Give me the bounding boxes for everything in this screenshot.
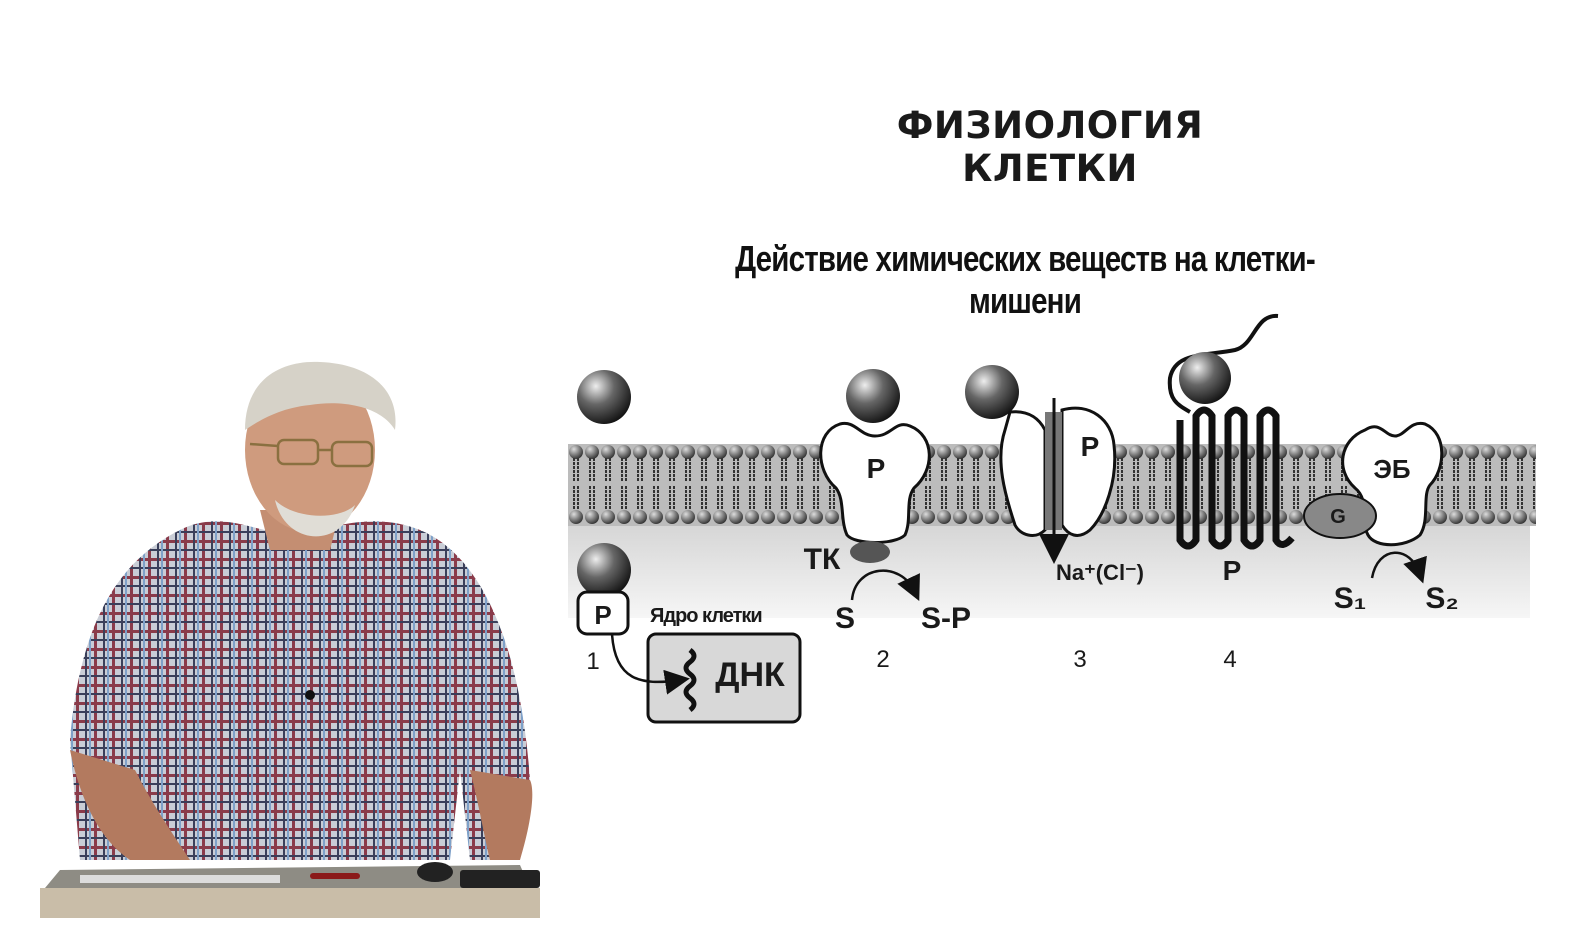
dna-helix-icon xyxy=(683,648,697,712)
mechanism-3: P Na⁺(Cl⁻) 3 xyxy=(965,365,1144,673)
mechanism-2: P ТК S S-P 2 xyxy=(804,369,971,673)
ion-channel-left xyxy=(999,410,1047,537)
ion-channel-right xyxy=(1060,406,1117,537)
svg-text:ЭБ: ЭБ xyxy=(1373,454,1410,484)
svg-text:P: P xyxy=(1223,555,1242,586)
svg-text:G: G xyxy=(1330,506,1346,528)
ligand-ball xyxy=(577,370,631,424)
desk xyxy=(40,888,540,918)
svg-text:3: 3 xyxy=(1073,646,1086,673)
diagram-title: Действие химических веществ на клетки-ми… xyxy=(735,238,1316,321)
intracellular-receptor xyxy=(576,590,630,636)
computer-mouse xyxy=(417,862,453,882)
svg-text:P: P xyxy=(594,600,611,630)
presenter-right-arm xyxy=(470,770,533,860)
phone xyxy=(460,870,540,888)
svg-text:ДНК: ДНК xyxy=(715,656,785,694)
presenter-beard xyxy=(275,500,355,537)
svg-text:2: 2 xyxy=(876,646,889,673)
presenter-left-arm xyxy=(70,750,190,860)
svg-text:P: P xyxy=(867,453,886,484)
pen xyxy=(310,873,360,879)
slide-title: ФИЗИОЛОГИЯ КЛЕТКИ xyxy=(896,104,1204,190)
nucleus-box xyxy=(646,632,802,724)
svg-text:S: S xyxy=(835,602,855,635)
svg-text:S₂: S₂ xyxy=(1425,582,1458,615)
g-protein xyxy=(1303,493,1377,539)
svg-text:1: 1 xyxy=(586,648,599,675)
glasses-icon xyxy=(249,438,374,468)
svg-text:P: P xyxy=(1081,431,1100,462)
svg-text:Na⁺(Cl⁻): Na⁺(Cl⁻) xyxy=(1056,560,1144,585)
mechanism-1: P Ядро клетки ДНК 1 xyxy=(576,370,802,724)
mechanism-5: ЭБ G S₁ S₂ xyxy=(1303,421,1459,615)
svg-text:Ядро клетки: Ядро клетки xyxy=(650,605,762,627)
receptor-tyrosine-kinase xyxy=(819,421,931,544)
gpcr-seven-helix xyxy=(1176,406,1295,550)
svg-text:S-P: S-P xyxy=(921,602,971,635)
presenter-hair xyxy=(245,361,396,430)
lapel-microphone xyxy=(305,690,315,700)
ligand-ball-intracellular xyxy=(577,543,631,597)
svg-text:4: 4 xyxy=(1223,646,1236,673)
papers xyxy=(80,875,280,883)
presenter-shirt xyxy=(70,521,530,860)
presenter-video xyxy=(40,361,540,918)
svg-text:ТК: ТК xyxy=(804,543,841,576)
mechanism-4: P 4 xyxy=(1167,313,1295,673)
svg-text:S₁: S₁ xyxy=(1334,582,1366,615)
kinase-domain xyxy=(850,541,890,563)
